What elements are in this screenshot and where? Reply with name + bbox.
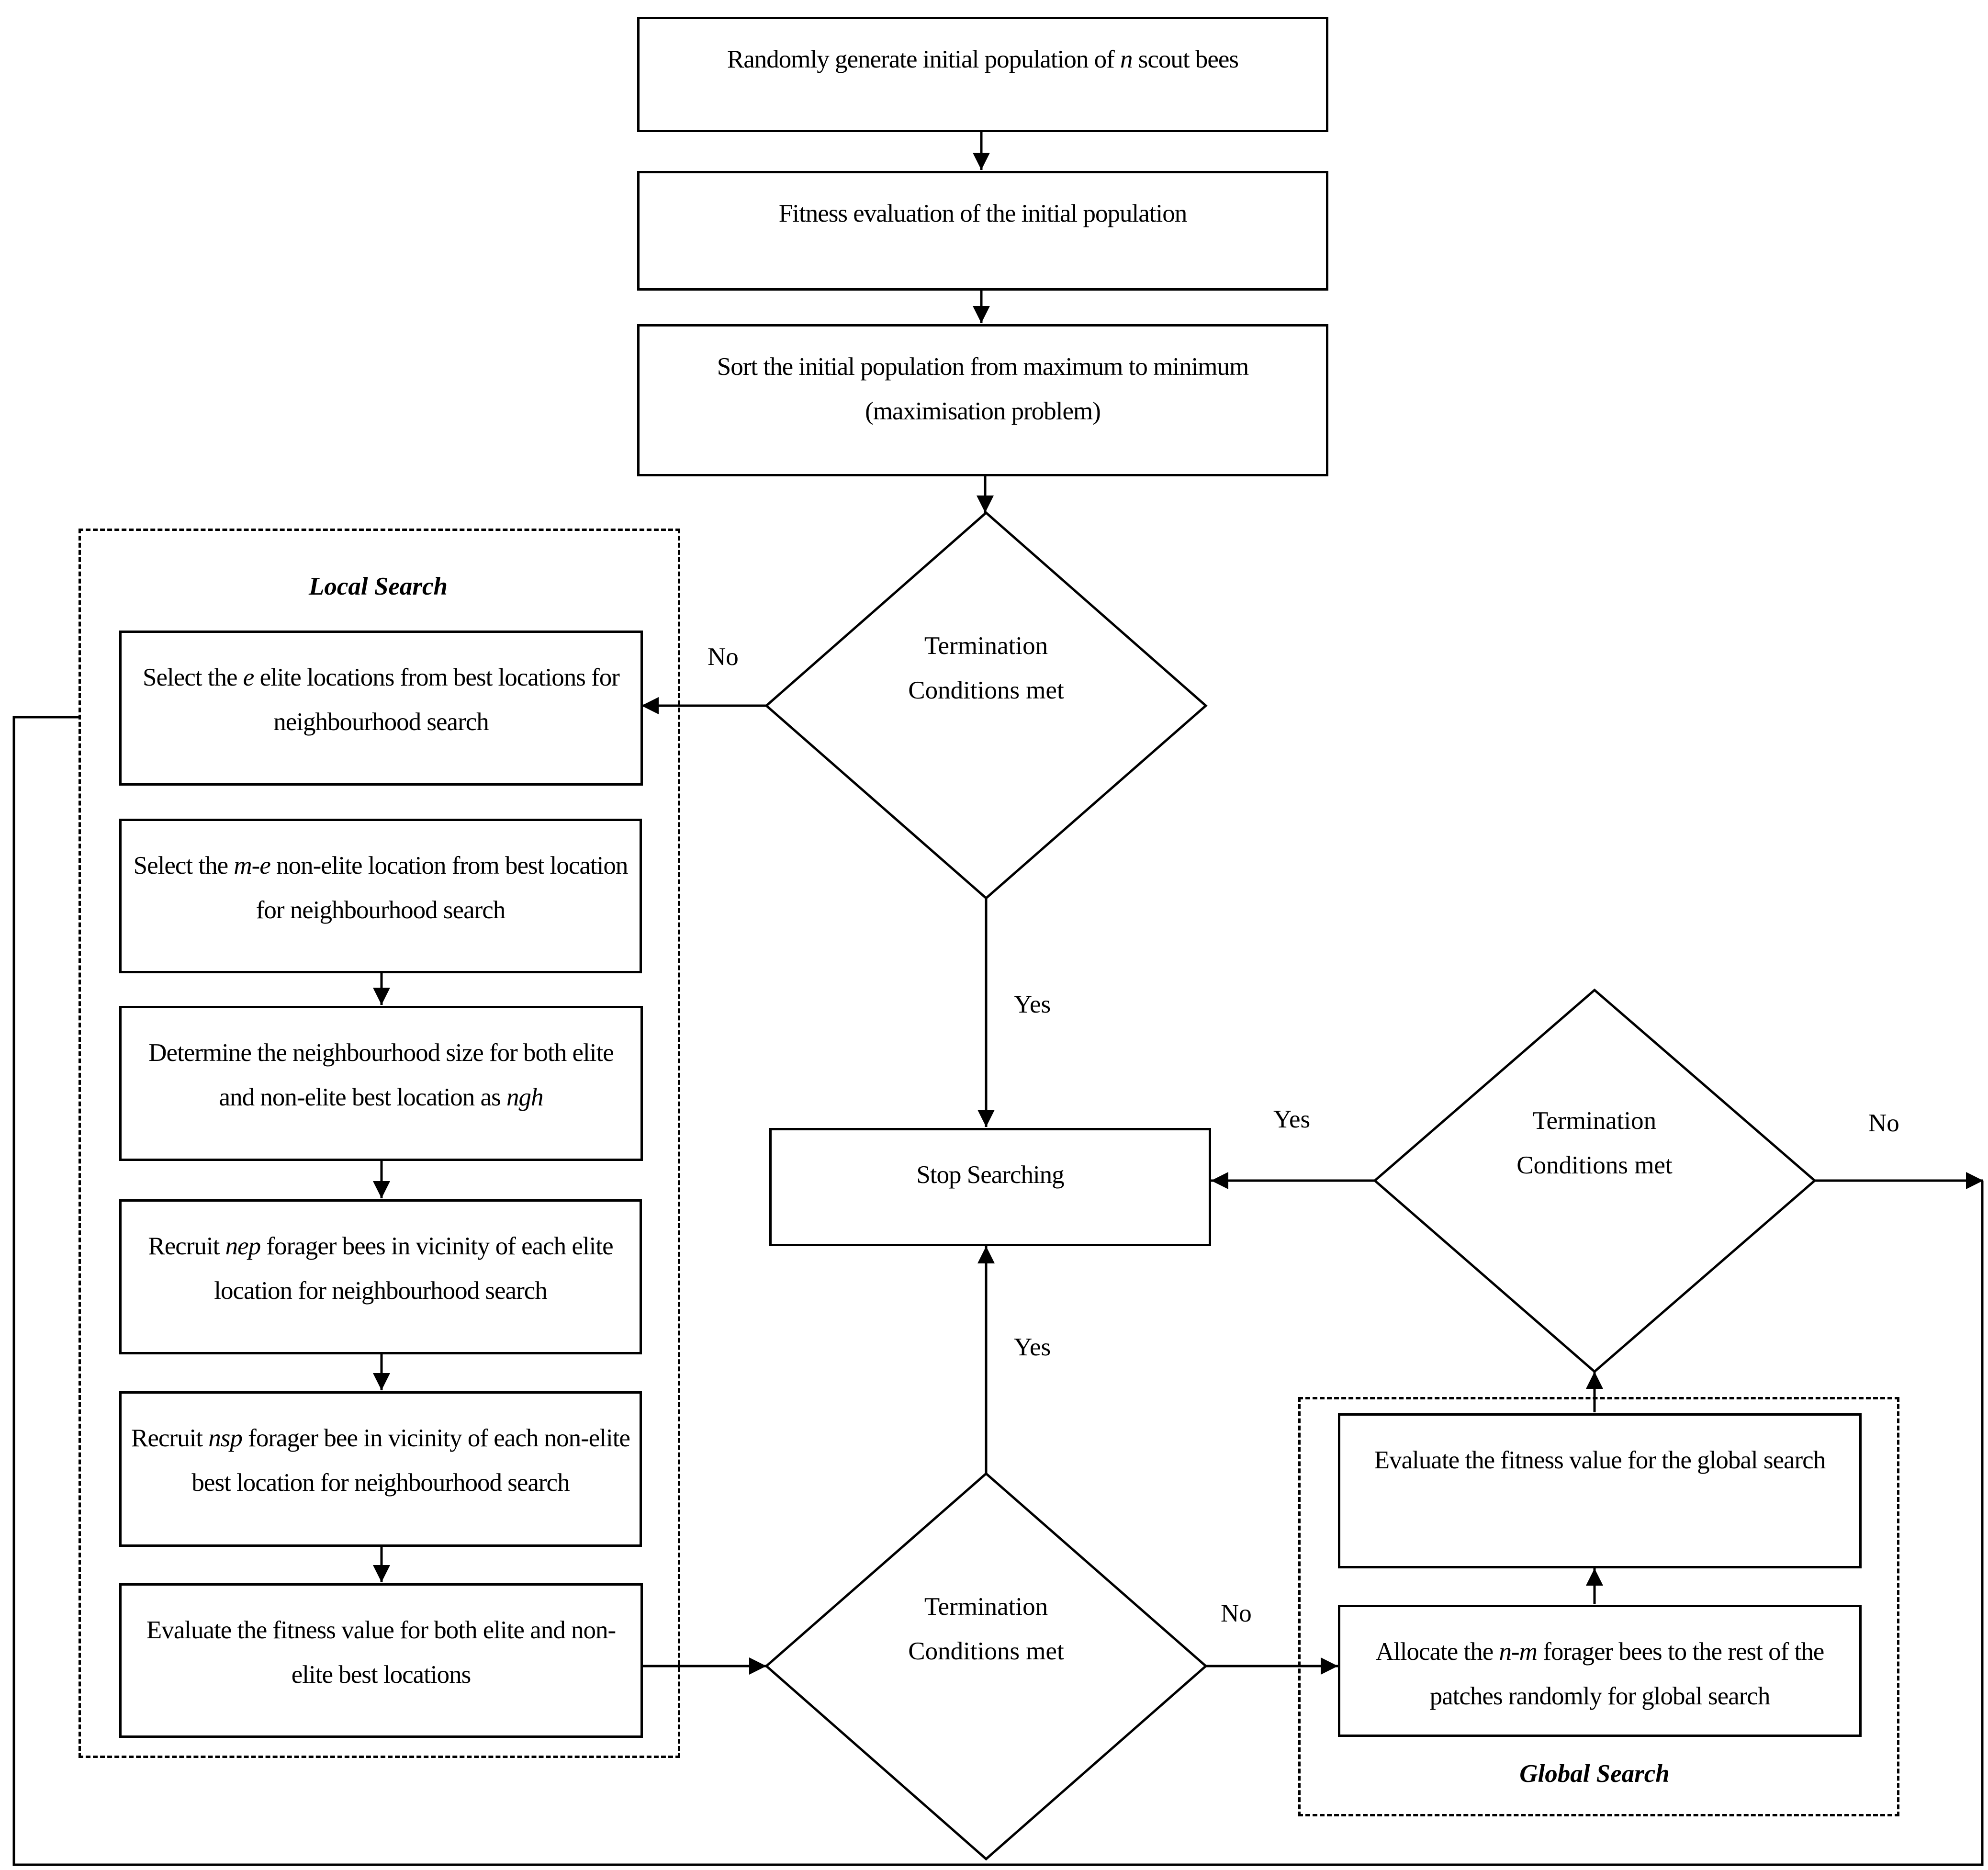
local-search-title: Local Search	[309, 573, 448, 600]
global-search-group	[1298, 1397, 1899, 1816]
loop-back-line	[12, 716, 1984, 1866]
var-nsp: nsp	[208, 1424, 243, 1452]
global-search-title: Global Search	[1519, 1760, 1670, 1788]
step-recruit-nep: Recruit nep forager bees in vicinity of …	[119, 1199, 642, 1354]
decision-top-text: Termination Conditions met	[908, 632, 1064, 704]
edge-label-bottom-no: No	[1221, 1600, 1252, 1627]
step-select-non-elite: Select the m-e non-elite location from b…	[119, 819, 642, 973]
step-recruit-nsp: Recruit nsp forager bee in vicinity of e…	[119, 1391, 642, 1547]
var-n: n	[1120, 45, 1133, 73]
local-search-group	[79, 529, 680, 1758]
step-fitness-initial: Fitness evaluation of the initial popula…	[637, 171, 1328, 291]
edge-label-bottom-yes: Yes	[1014, 1333, 1051, 1361]
decision-diamond-bottom	[764, 1472, 1208, 1861]
edge-label-top-no: No	[708, 643, 739, 671]
step-allocate-foragers: Allocate the n-m forager bees to the res…	[1338, 1605, 1862, 1737]
var-m-e: m-e	[234, 852, 270, 879]
edge-label-top-yes: Yes	[1014, 991, 1051, 1018]
decision-bottom-text: Termination Conditions met	[908, 1593, 1064, 1665]
var-n-m: n-m	[1499, 1638, 1538, 1666]
step-select-elite: Select the e elite locations from best l…	[119, 631, 643, 786]
step-neighbourhood-size: Determine the neighbourhood size for bot…	[119, 1006, 643, 1161]
edge-label-right-yes: Yes	[1273, 1105, 1311, 1133]
edge-label-right-no: No	[1868, 1109, 1899, 1137]
step-init-population: Randomly generate initial population of …	[637, 17, 1328, 132]
step-stop-searching: Stop Searching	[769, 1128, 1211, 1246]
var-e: e	[243, 664, 255, 691]
var-ngh: ngh	[506, 1083, 543, 1111]
var-nep: nep	[225, 1232, 261, 1260]
step-sort-population: Sort the initial population from maximum…	[637, 324, 1328, 476]
step-evaluate-local: Evaluate the fitness value for both elit…	[119, 1583, 643, 1738]
step-evaluate-global: Evaluate the fitness value for the globa…	[1338, 1413, 1862, 1568]
decision-right-text: Termination Conditions met	[1516, 1107, 1673, 1179]
